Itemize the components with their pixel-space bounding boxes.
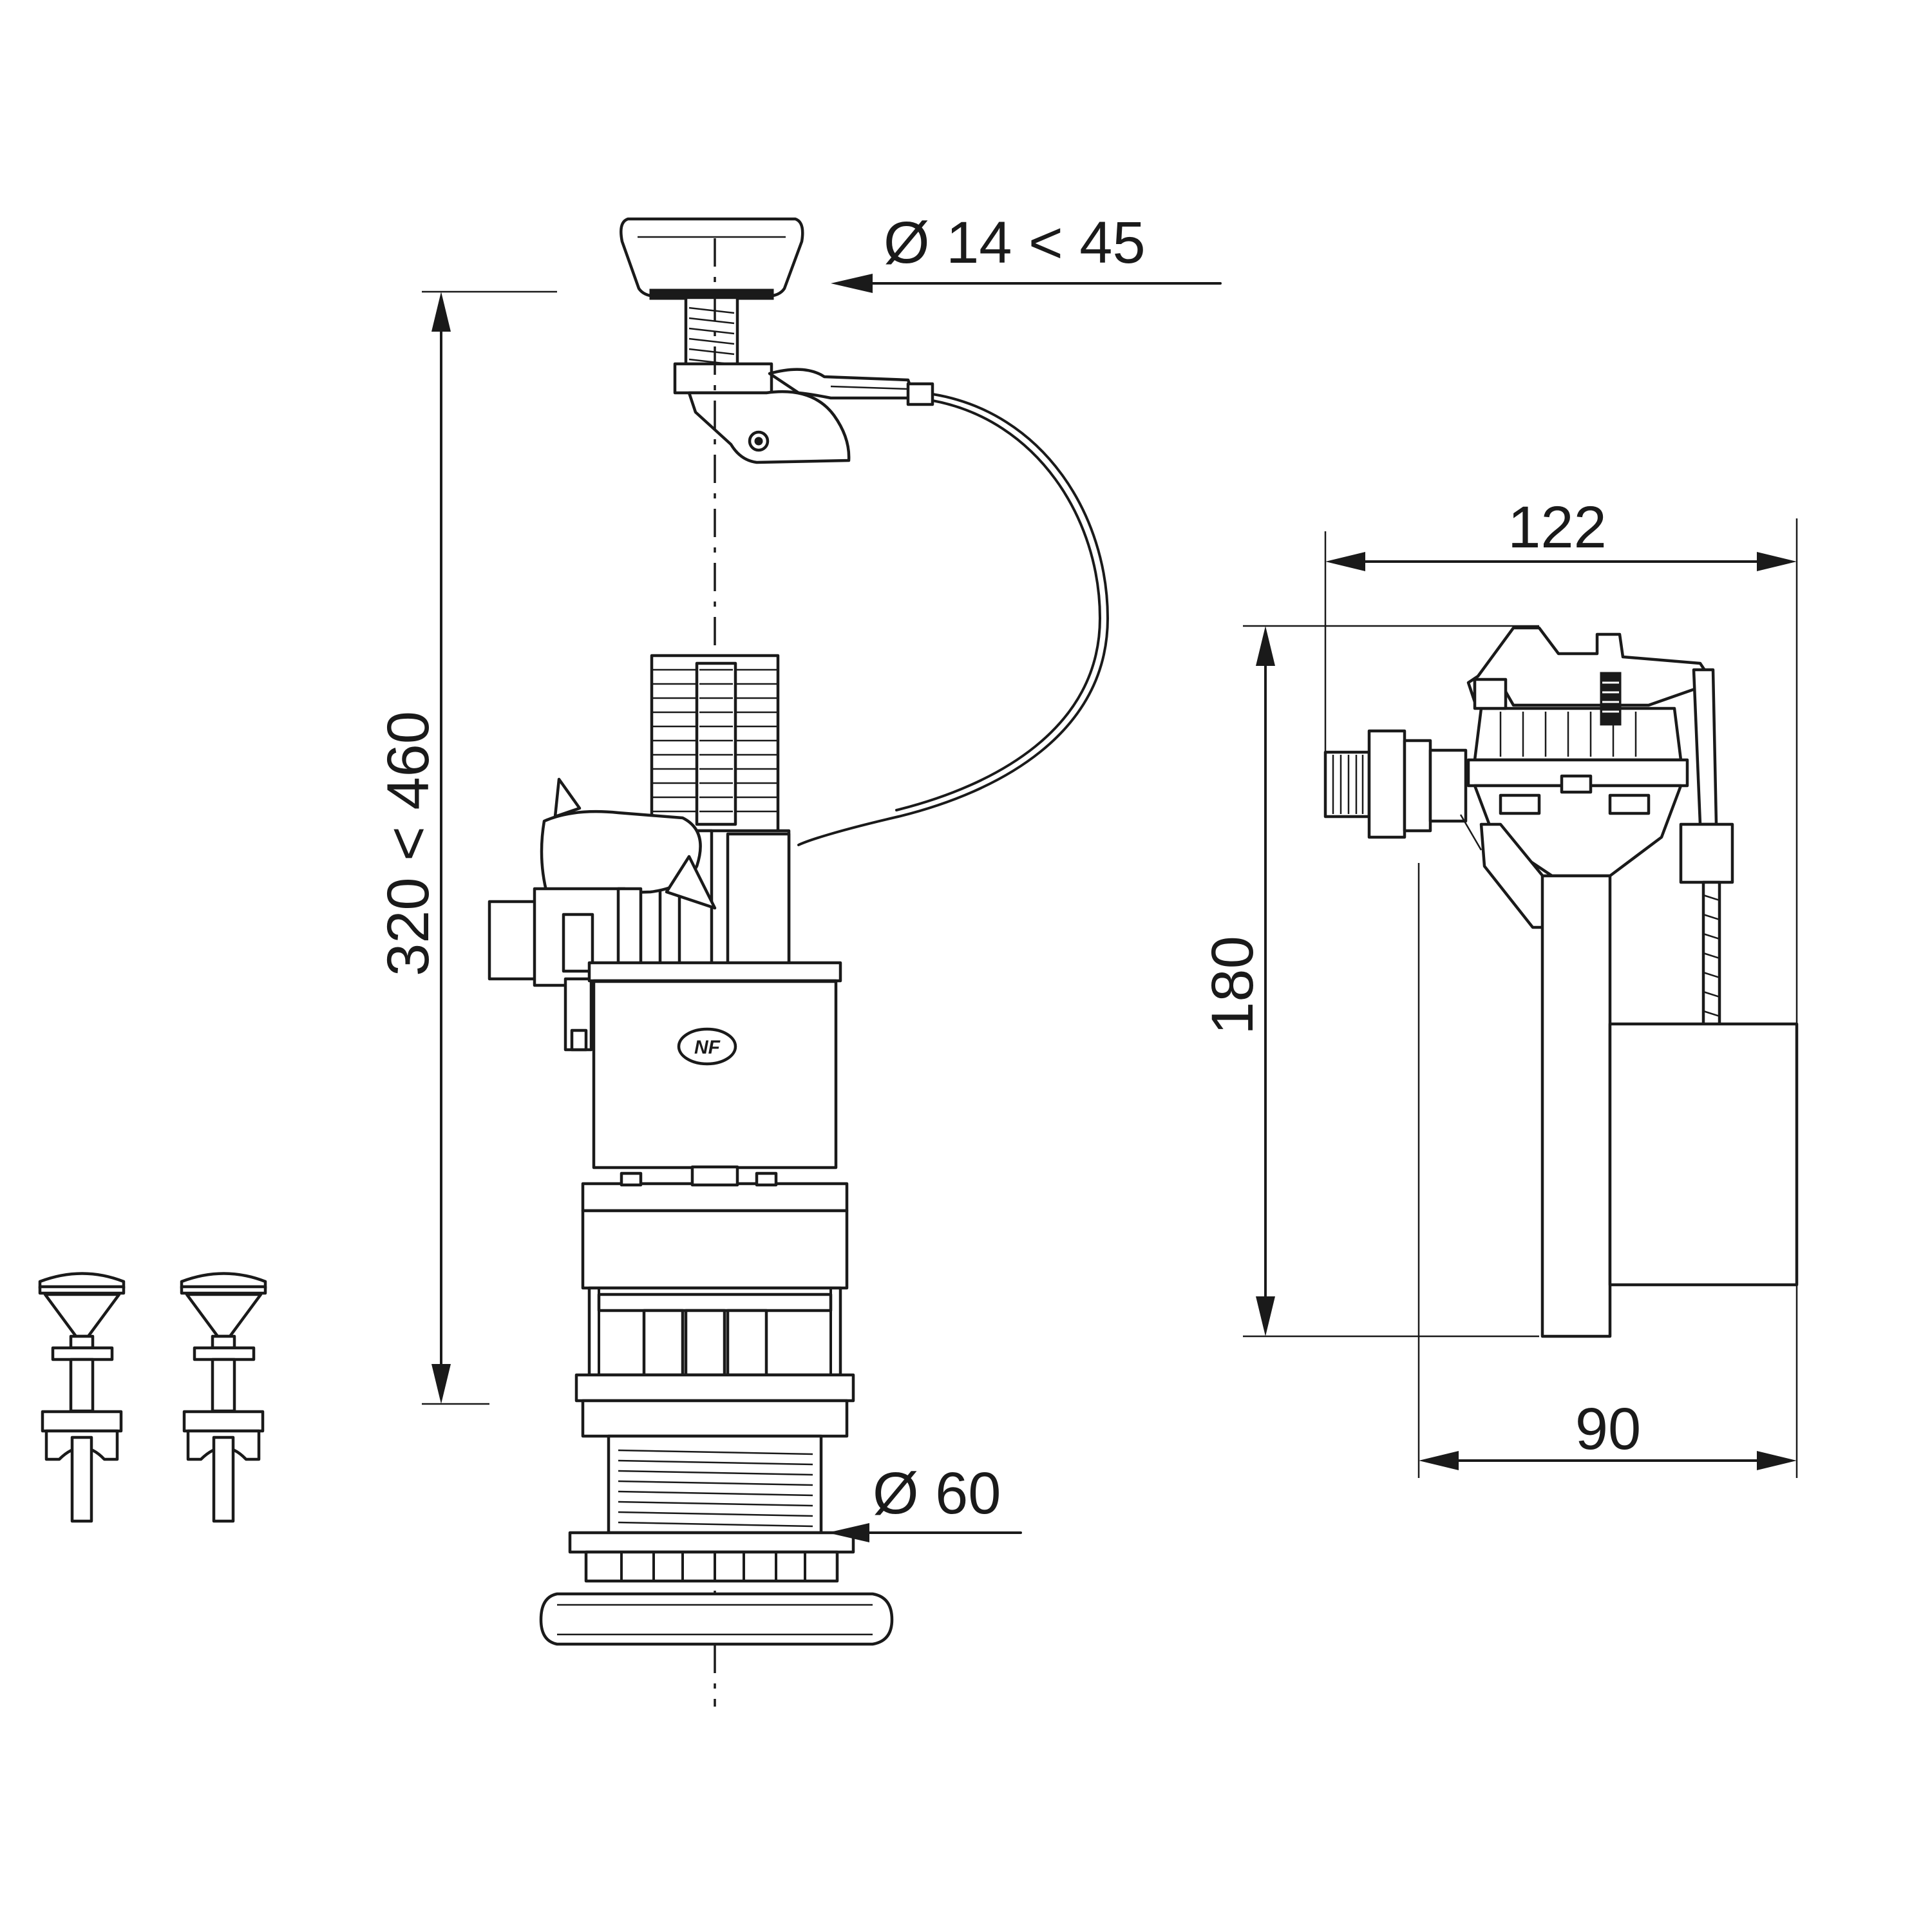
fill-valve-drawing: [1323, 626, 1799, 1338]
dimension-valve-width: 122: [1508, 495, 1607, 560]
cable: [797, 393, 1109, 846]
outlet-thread: [618, 1449, 813, 1528]
dimension-lines: Ø 14 < 45 320 < 460 Ø 60 122 180 90: [375, 210, 1798, 1542]
half-flush-mechanism: [488, 777, 717, 1052]
dimension-base-width: 90: [1575, 1396, 1641, 1462]
flush-valve-drawing: NF: [488, 217, 1109, 1707]
tower-graduations: [652, 661, 778, 826]
certification-logo-text: NF: [694, 1037, 721, 1058]
certification-logo: NF: [677, 1027, 737, 1066]
valve-body: NF: [539, 961, 894, 1646]
dimension-total-height: 320 < 460: [375, 711, 441, 976]
dimension-valve-height: 180: [1200, 936, 1265, 1035]
dimension-outlet-diameter: Ø 60: [873, 1461, 1001, 1526]
fixing-bolt-right: [180, 1272, 267, 1523]
fixing-bolt-left: [38, 1272, 126, 1523]
stem-thread: [688, 307, 735, 366]
adjustment-tower: [650, 654, 791, 968]
push-button: [620, 217, 804, 370]
button-lever-mechanism: [673, 362, 934, 464]
dimension-button-diameter: Ø 14 < 45: [884, 210, 1146, 276]
